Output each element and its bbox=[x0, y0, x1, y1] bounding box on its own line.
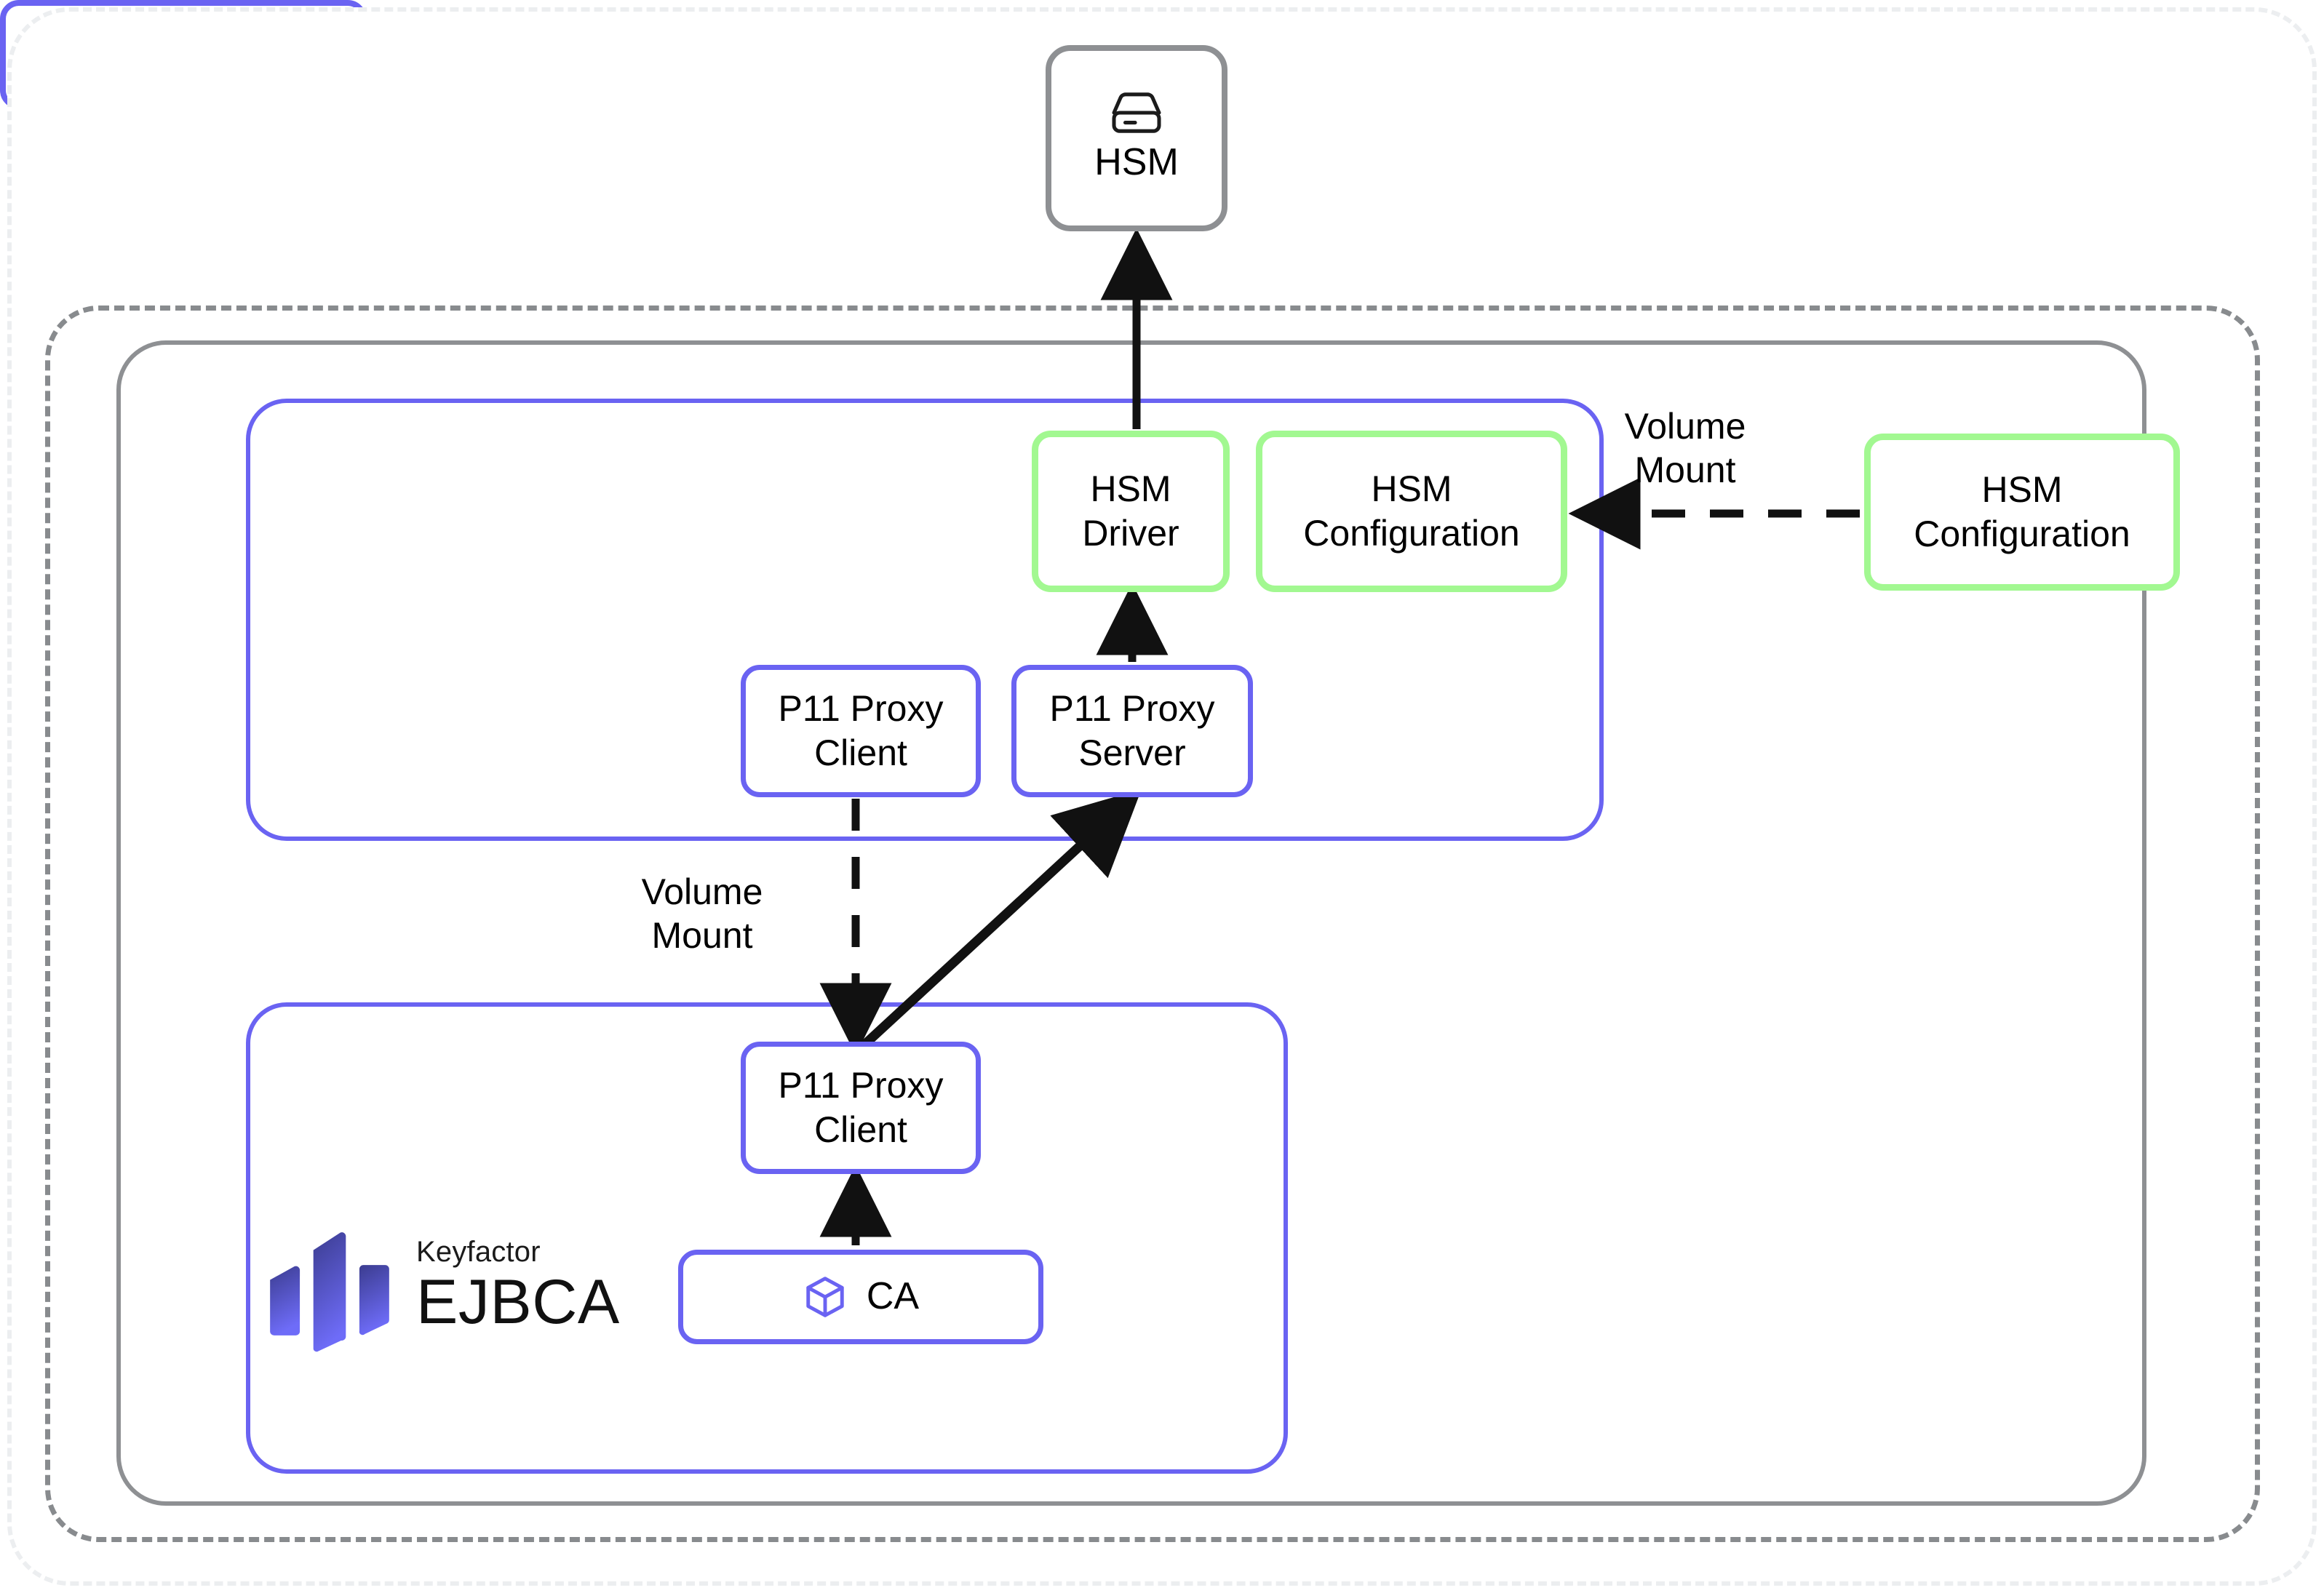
logo-brand-text: Keyfactor bbox=[416, 1236, 541, 1268]
logo-product-text: EJBCA bbox=[416, 1267, 620, 1337]
node-hsm-configuration-outer[interactable]: HSM Configuration bbox=[1864, 434, 2180, 591]
node-hsm-driver[interactable]: HSM Driver bbox=[1032, 431, 1230, 592]
cluster-boundary-dashed bbox=[45, 306, 2260, 1542]
node-hsm-configuration-outer-label: HSM Configuration bbox=[1914, 469, 2130, 554]
node-p11-proxy-server[interactable]: P11 Proxy Server bbox=[1011, 665, 1253, 797]
group-ejbca-pod bbox=[246, 1002, 1288, 1474]
node-p11-proxy-client-bottom[interactable]: P11 Proxy Client bbox=[741, 1042, 981, 1174]
hsm-device-icon bbox=[1107, 90, 1166, 135]
node-hsm-label: HSM bbox=[1094, 141, 1179, 184]
node-ca-label: CA bbox=[866, 1275, 920, 1318]
node-p11-proxy-client-top[interactable]: P11 Proxy Client bbox=[741, 665, 981, 797]
edge-label-volume-mount-right: Volume Mount bbox=[1624, 406, 1746, 490]
node-ca[interactable]: CA bbox=[678, 1250, 1043, 1344]
cube-icon bbox=[803, 1274, 848, 1319]
node-hsm-configuration-inner[interactable]: HSM Configuration bbox=[1256, 431, 1567, 592]
edge-label-volume-mount-middle: Volume Mount bbox=[641, 871, 763, 956]
node-p11-proxy-server-label: P11 Proxy Server bbox=[1049, 688, 1215, 773]
node-hsm-driver-label: HSM Driver bbox=[1082, 468, 1179, 554]
keyfactor-ejbca-logo: Keyfactor EJBCA bbox=[262, 1216, 620, 1354]
node-p11-proxy-client-bottom-label: P11 Proxy Client bbox=[778, 1065, 944, 1150]
node-hsm[interactable]: HSM bbox=[1046, 45, 1227, 231]
node-p11-proxy-client-top-label: P11 Proxy Client bbox=[778, 688, 944, 773]
keyfactor-mark-icon bbox=[262, 1216, 397, 1354]
namespace-boundary-solid bbox=[116, 340, 2146, 1506]
node-hsm-configuration-inner-label: HSM Configuration bbox=[1303, 468, 1520, 554]
